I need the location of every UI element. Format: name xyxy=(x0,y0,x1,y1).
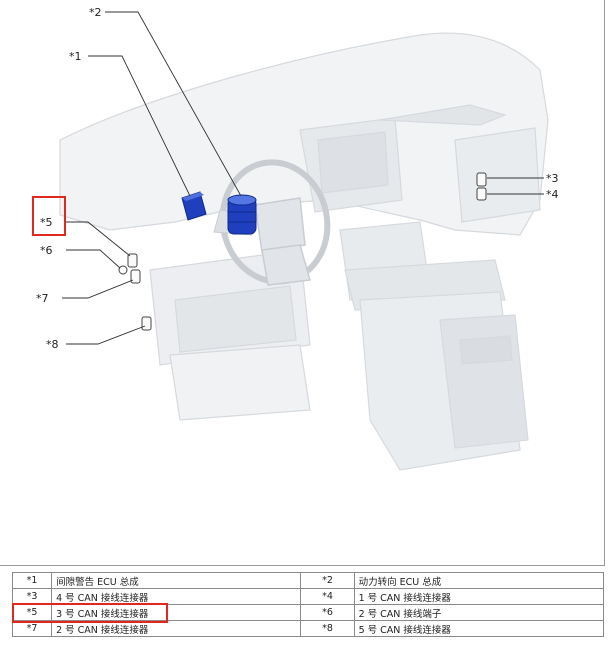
legend-key: *4 xyxy=(300,588,355,605)
legend-description: 5 号 CAN 接线连接器 xyxy=(353,620,605,637)
legend-key: *2 xyxy=(300,572,355,589)
steering-hub xyxy=(254,197,311,286)
highlight-callout-5 xyxy=(32,196,66,236)
legend-description: 2 号 CAN 接线端子 xyxy=(353,604,605,621)
legend-key: *8 xyxy=(300,620,355,637)
callout-6: *6 xyxy=(40,244,53,257)
dashboard-outline xyxy=(59,32,549,471)
legend-description: 2 号 CAN 接线连接器 xyxy=(51,620,302,637)
callout-5: *5 xyxy=(40,216,53,229)
legend-description: 1 号 CAN 接线连接器 xyxy=(353,588,605,605)
leader-lines xyxy=(62,11,544,345)
power-steering-ecu xyxy=(227,194,257,235)
can-connector-4 xyxy=(476,187,487,201)
callout-3: *3 xyxy=(546,172,559,185)
can-connector-3 xyxy=(476,172,487,187)
callout-2: *2 xyxy=(89,6,102,19)
highlight-legend-row-5 xyxy=(12,603,168,623)
legend-description: 动力转向 ECU 总成 xyxy=(353,572,605,589)
callout-1: *1 xyxy=(69,50,82,63)
can-terminal-6 xyxy=(118,265,128,275)
legend-description: 间隙警告 ECU 总成 xyxy=(51,572,302,589)
callout-8: *8 xyxy=(46,338,59,351)
callout-4: *4 xyxy=(546,188,559,201)
can-connector-7 xyxy=(130,269,141,284)
legend-key: *6 xyxy=(300,604,355,621)
callout-7: *7 xyxy=(36,292,49,305)
diagram-frame xyxy=(0,0,605,566)
can-connector-5 xyxy=(127,253,138,268)
legend-key: *1 xyxy=(11,572,53,589)
can-connector-8 xyxy=(141,316,152,331)
dashboard-diagram: *2 *1 *3 *4 *5 *6 *7 *8 xyxy=(36,6,559,471)
clearance-warning-ecu xyxy=(181,191,207,221)
